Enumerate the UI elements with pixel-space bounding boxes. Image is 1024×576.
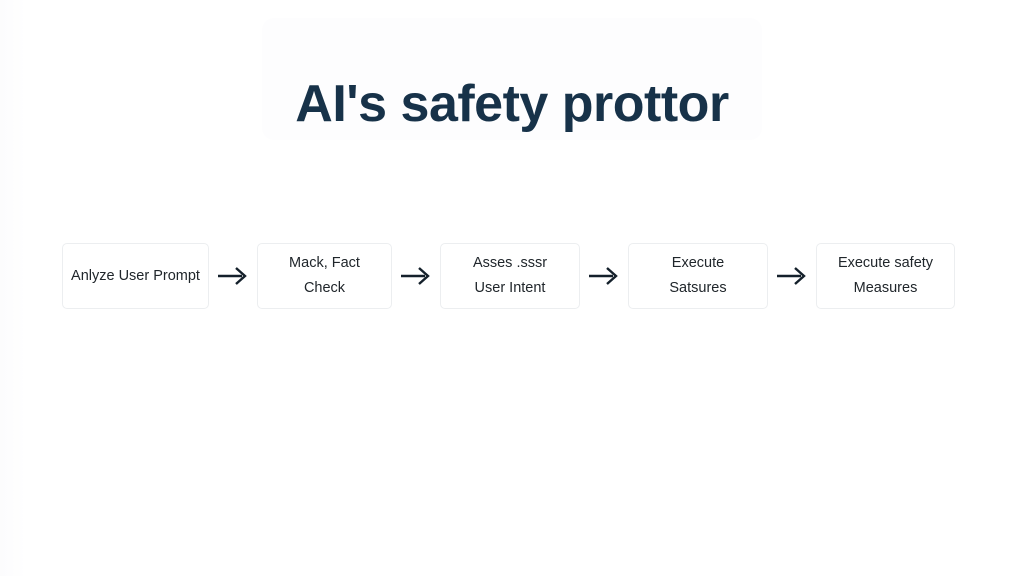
arrow-right-icon-4	[768, 261, 816, 291]
arrow-right-icon-3	[580, 261, 628, 291]
flow-step-4-line-2: Satsures	[669, 280, 727, 296]
arrow-right-icon-2	[392, 261, 440, 291]
flow-step-1-line-1: Anlyze User Prompt	[71, 267, 200, 284]
flow-step-4-line-1: Execute	[671, 255, 725, 271]
flow-step-5[interactable]: Execute safety Measures	[816, 243, 955, 309]
flow-step-3[interactable]: Asses .sssr User Intent	[440, 243, 580, 309]
flow-step-2-line-1: Mack, Fact	[289, 255, 360, 271]
flow-step-3-line-1: Asses .sssr	[472, 255, 548, 271]
flow-step-3-line-2: User Intent	[474, 280, 546, 296]
page-title: AI's safety prottor	[295, 74, 729, 133]
flow-step-2[interactable]: Mack, Fact Check	[257, 243, 392, 309]
flow-step-5-line-1: Execute safety	[837, 255, 934, 271]
arrow-right-icon-1	[209, 261, 257, 291]
flow-step-1[interactable]: Anlyze User Prompt	[62, 243, 209, 309]
flow-step-2-line-2: Check	[303, 280, 346, 296]
flow-step-5-line-2: Measures	[853, 280, 918, 296]
process-flow-diagram: Anlyze User Prompt Mack, Fact Check Asse…	[62, 236, 962, 316]
flow-step-4[interactable]: Execute Satsures	[628, 243, 768, 309]
